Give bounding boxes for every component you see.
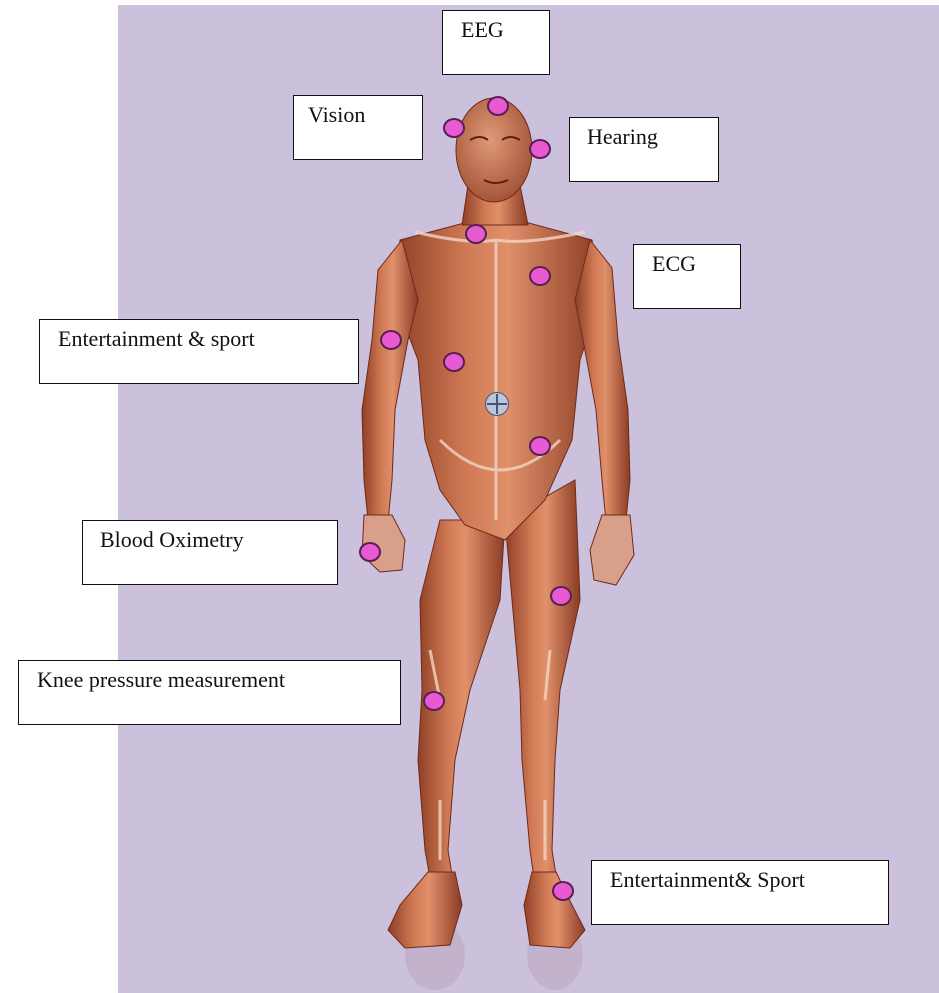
- crosshair-icon: [485, 392, 509, 416]
- figure-body: [362, 185, 634, 948]
- sensor-eeg-icon: [487, 96, 509, 116]
- label-ecg: ECG: [633, 244, 741, 309]
- sensor-hip-icon: [529, 436, 551, 456]
- sensor-neck-icon: [465, 224, 487, 244]
- sensor-hand-icon: [359, 542, 381, 562]
- sensor-hearing-icon: [529, 139, 551, 159]
- sensor-vision-icon: [443, 118, 465, 138]
- sensor-arm-icon: [380, 330, 402, 350]
- sensor-knee-icon: [423, 691, 445, 711]
- sensor-thigh-icon: [550, 586, 572, 606]
- label-vision: Vision: [293, 95, 423, 160]
- sensor-ecg-icon: [529, 266, 551, 286]
- label-entertainment-sport-arm: Entertainment & sport: [39, 319, 359, 384]
- label-entertainment-sport-foot: Entertainment& Sport: [591, 860, 889, 925]
- label-blood-oximetry: Blood Oximetry: [82, 520, 338, 585]
- label-eeg: EEG: [442, 10, 550, 75]
- label-knee-pressure: Knee pressure measurement: [18, 660, 401, 725]
- label-hearing: Hearing: [569, 117, 719, 182]
- sensor-foot-icon: [552, 881, 574, 901]
- sensor-abdomen-icon: [443, 352, 465, 372]
